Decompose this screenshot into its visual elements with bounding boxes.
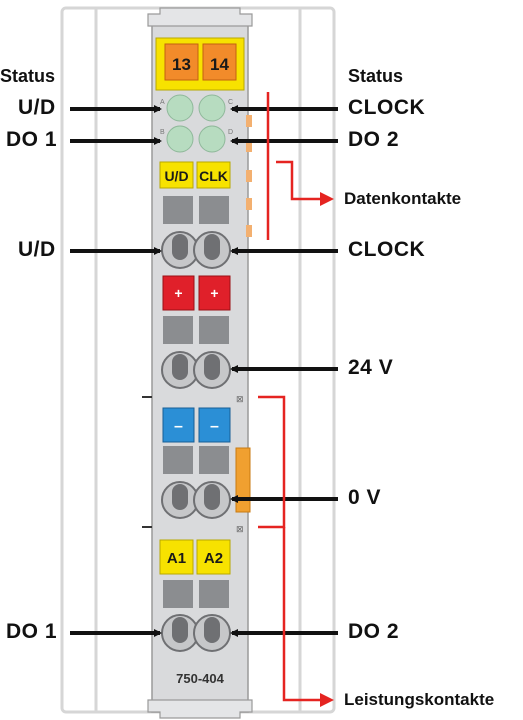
input-clock-label: CLOCK [348, 238, 426, 261]
input-ud-label: U/D [18, 238, 56, 261]
led-a [166, 94, 194, 122]
contact-14: 14 [210, 55, 229, 74]
led-letter-d: D [228, 129, 233, 136]
svg-text:⊠: ⊠ [236, 394, 244, 404]
svg-text:⊠: ⊠ [236, 524, 244, 534]
top-contact-block: 13 14 [155, 37, 245, 91]
terminal-group-2 [161, 316, 231, 389]
model-number: 750-404 [176, 671, 224, 686]
led-do2-label: DO 2 [348, 128, 400, 151]
plus-label-1: + [174, 285, 182, 301]
supply-24v-label: 24 V [348, 356, 394, 379]
plus-label-2: + [210, 285, 218, 301]
leistungskontakte-label: Leistungskontakte [344, 690, 495, 709]
a1-a2-block: A1 A2 [159, 539, 231, 575]
label-a2: A2 [204, 550, 223, 567]
leistungskontakte-bracket [258, 395, 334, 707]
led-ud-label: U/D [18, 96, 56, 119]
supply-0v-label: 0 V [348, 486, 382, 509]
led-area-label-block: U/D CLK [159, 161, 231, 189]
terminal-group-1 [161, 196, 231, 269]
contact-13: 13 [172, 55, 191, 74]
datenkontakte-bracket [266, 92, 334, 240]
led-c [198, 94, 226, 122]
plus-block: + + [162, 275, 231, 311]
label-a1: A1 [167, 550, 186, 567]
minus-label-1: – [174, 418, 183, 435]
led-letter-c: C [228, 99, 233, 106]
label-clk: CLK [199, 168, 228, 184]
datenkontakte-label: Datenkontakte [344, 189, 462, 208]
led-b [166, 125, 194, 153]
output-do2-label: DO 2 [348, 620, 400, 643]
label-ud: U/D [164, 168, 188, 184]
led-clock-label: CLOCK [348, 96, 426, 119]
led-letter-b: B [160, 129, 165, 136]
led-d [198, 125, 226, 153]
minus-block: – – [162, 407, 231, 443]
output-do1-label: DO 1 [6, 620, 58, 643]
status-right-label: Status [348, 66, 404, 86]
status-left-label: Status [0, 66, 56, 86]
terminal-group-4 [161, 580, 231, 652]
minus-label-2: – [210, 418, 219, 435]
led-do1-label: DO 1 [6, 128, 58, 151]
led-letter-a: A [160, 99, 165, 106]
status-leds: A B C D [160, 94, 233, 153]
